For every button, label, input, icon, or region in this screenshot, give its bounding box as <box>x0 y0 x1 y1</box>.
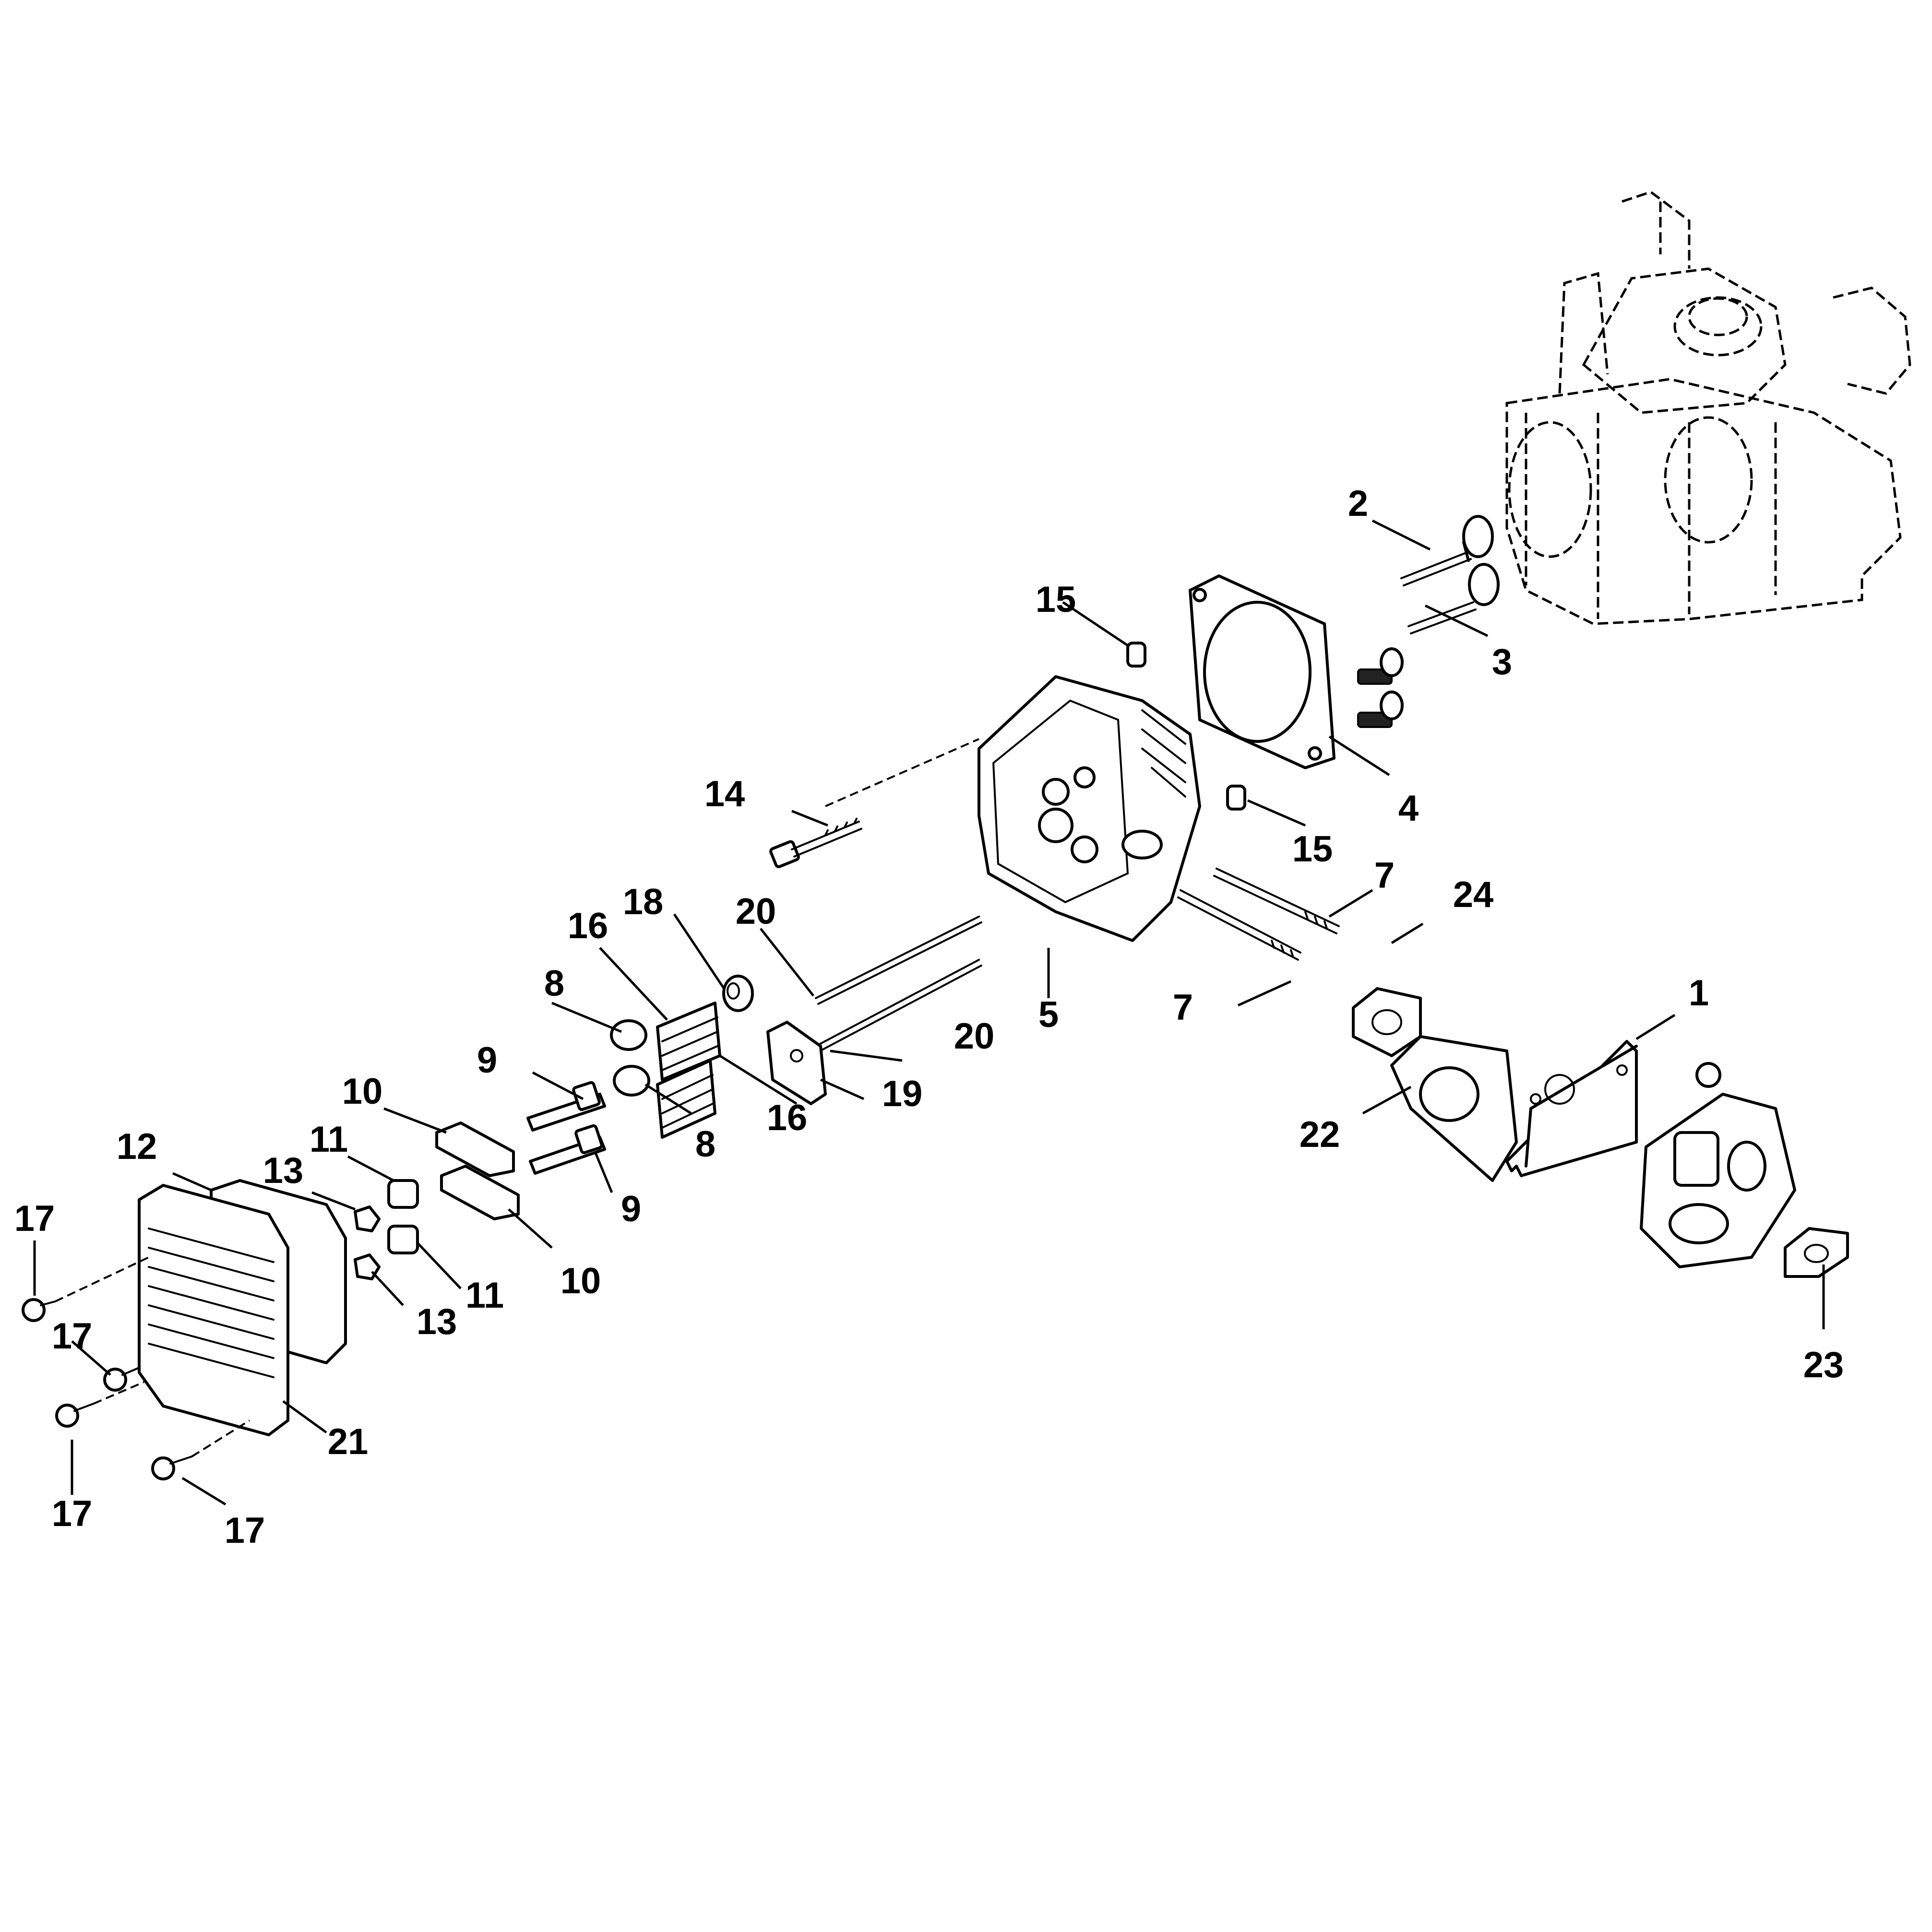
callout-11-upper: 11 <box>310 1119 348 1160</box>
callout-16-upper: 16 <box>568 906 608 946</box>
callout-15-upper: 15 <box>1036 579 1076 620</box>
head-gasket-4 <box>1189 574 1336 769</box>
pivot-11-lower <box>387 1225 419 1254</box>
insulator-22 <box>1390 1035 1518 1182</box>
head-bolt-14 <box>769 738 979 869</box>
callout-14: 14 <box>704 774 745 814</box>
callout-4: 4 <box>1398 788 1419 829</box>
valve-2 <box>1400 515 1494 586</box>
callout-13-upper: 13 <box>263 1150 304 1191</box>
rocker-arm-10-upper <box>435 1121 515 1177</box>
engine-block-outline <box>1505 191 1911 625</box>
stud-7-lower <box>1177 889 1301 961</box>
callout-20-upper: 20 <box>736 891 776 932</box>
callout-17-b: 17 <box>52 1316 93 1357</box>
callout-21: 21 <box>328 1421 369 1462</box>
rocker-arm-10-lower <box>440 1165 520 1220</box>
callout-17-d: 17 <box>225 1510 265 1551</box>
callout-10-lower: 10 <box>561 1261 601 1301</box>
valve-guides <box>1357 647 1404 728</box>
rocker-stud-9-upper <box>526 1081 606 1132</box>
dowel-pin-15-upper <box>1126 642 1146 668</box>
intake-gasket-24 <box>1352 987 1422 1057</box>
retainer-8-upper <box>610 1019 647 1051</box>
callout-9-upper: 9 <box>477 1040 497 1081</box>
nut-13-upper <box>354 1205 381 1232</box>
callout-20-lower: 20 <box>954 1016 995 1057</box>
callout-16-lower: 16 <box>767 1097 808 1138</box>
retainer-8-lower <box>613 1065 650 1097</box>
valve-spring-16-lower <box>656 1059 716 1139</box>
callout-11-lower: 11 <box>465 1275 504 1316</box>
callout-1: 1 <box>1689 973 1709 1014</box>
callout-9-lower: 9 <box>621 1189 641 1229</box>
bolt-17-a <box>22 1256 149 1322</box>
pivot-11-upper <box>387 1179 419 1209</box>
callout-18: 18 <box>623 882 664 922</box>
callout-labels: 1 2 3 4 5 7 7 8 8 9 9 10 10 11 11 12 13 … <box>14 483 1844 1551</box>
valve-3 <box>1407 563 1500 634</box>
guide-plate-19 <box>766 1021 827 1105</box>
pushrods-20 <box>815 916 982 1053</box>
callout-3: 3 <box>1492 642 1512 682</box>
callout-8-upper: 8 <box>544 963 564 1004</box>
callout-19: 19 <box>882 1073 923 1114</box>
callout-23: 23 <box>1803 1345 1844 1385</box>
stud-7-upper <box>1213 868 1340 934</box>
cylinder-head-5 <box>978 675 1201 942</box>
callout-7-upper: 7 <box>1374 855 1395 896</box>
callout-17-c: 17 <box>52 1493 93 1534</box>
leader-lines <box>33 519 1825 1506</box>
dowel-pin-15-lower <box>1226 785 1246 811</box>
callout-10-upper: 10 <box>342 1071 383 1112</box>
callout-2: 2 <box>1348 483 1368 524</box>
callout-22: 22 <box>1300 1114 1340 1155</box>
callout-24: 24 <box>1453 874 1494 915</box>
carburetor-gasket-23 <box>1784 1227 1849 1278</box>
callout-8-lower: 8 <box>695 1124 716 1165</box>
callout-12: 12 <box>117 1126 157 1167</box>
callout-13-lower: 13 <box>417 1301 457 1342</box>
callout-15-lower: 15 <box>1292 829 1333 870</box>
rocker-stud-9-lower <box>529 1124 606 1175</box>
heat-shield-1 <box>1505 1040 1638 1177</box>
callout-5: 5 <box>1038 994 1059 1035</box>
bolt-17-c <box>55 1381 144 1428</box>
callout-7-lower: 7 <box>1173 987 1193 1028</box>
carburetor <box>1640 1062 1796 1268</box>
bolt-17-d <box>151 1419 250 1480</box>
callout-17-a: 17 <box>14 1198 55 1239</box>
valve-seal-18 <box>722 975 754 1012</box>
rocker-cover-21 <box>138 1184 289 1436</box>
